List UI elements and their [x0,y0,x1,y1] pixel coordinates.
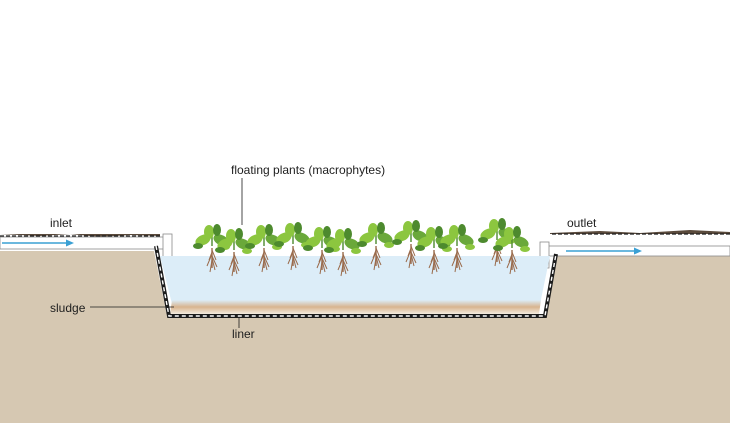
outlet-label: outlet [567,216,597,230]
floating-plants-label: floating plants (macrophytes) [231,163,386,177]
sludge-layer [170,300,541,314]
liner-label: liner [232,327,255,341]
liner [154,245,558,318]
label-leader-lines [90,178,243,328]
inlet-pipe [0,233,173,261]
sludge-label: sludge [50,301,86,315]
outlet-flow-arrow [566,247,642,255]
ground [0,251,730,423]
water-body [160,256,550,304]
inlet-label: inlet [50,216,73,230]
inlet-flow-arrow [2,239,74,247]
